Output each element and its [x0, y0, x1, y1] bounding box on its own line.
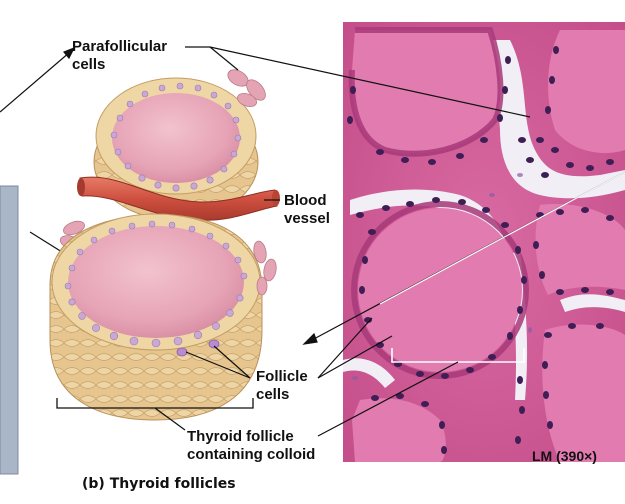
lower-follicle [50, 214, 262, 420]
label-thyroid-follicle: Thyroid follicle containing colloid [187, 428, 315, 464]
left-info-panel [0, 186, 18, 474]
light-micrograph [343, 22, 625, 462]
label-follicle-cells: Follicle cells [256, 368, 308, 404]
label-blood-vessel: Blood vessel [284, 192, 330, 228]
figure-caption: (b) Thyroid follicles [82, 476, 236, 492]
magnification-label: LM (390×) [532, 448, 597, 464]
label-parafollicular-cells: Parafollicular cells [72, 38, 167, 74]
